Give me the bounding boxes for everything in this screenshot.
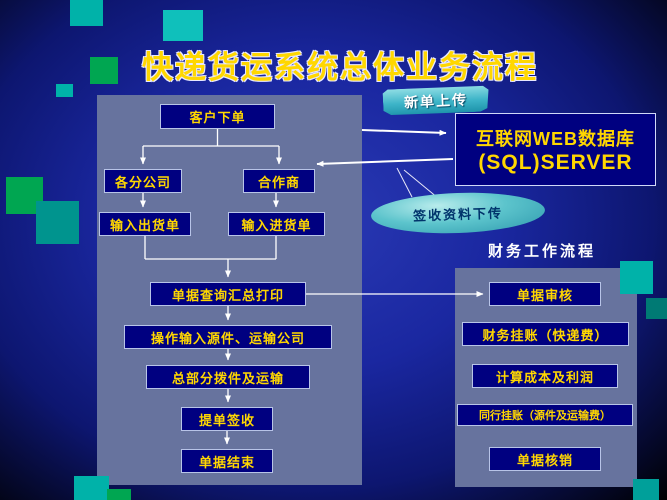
finance-section-title: 财务工作流程 [487, 243, 596, 260]
database-label-line1: 互联网WEB数据库 [476, 128, 635, 149]
flow-box-customer-order: 客户下单 [160, 104, 275, 129]
decorative-square [107, 489, 131, 500]
finance-box-document-review: 单据审核 [489, 282, 601, 306]
flow-box-partner: 合作商 [243, 169, 315, 193]
flow-box-enter-outbound: 输入出货单 [99, 212, 191, 236]
finance-box-peer-accounting: 同行挂账（源件及运输费） [457, 404, 633, 426]
flow-box-step-hq-dispatch: 总部分拨件及运输 [146, 365, 310, 389]
decorative-square [620, 261, 653, 294]
flow-box-step-operate-input: 操作输入源件、运输公司 [124, 325, 332, 349]
flow-box-enter-inbound: 输入进货单 [228, 212, 325, 236]
database-label-line2: (SQL)SERVER [478, 150, 633, 174]
flow-box-step-print: 单据查询汇总打印 [150, 282, 306, 306]
decorative-square [646, 298, 667, 319]
upload-banner: 新单上传 [382, 84, 489, 117]
decorative-square [56, 84, 73, 97]
finance-box-document-writeoff: 单据核销 [489, 447, 601, 471]
flow-box-branch-company: 各分公司 [104, 169, 182, 193]
finance-box-accounting-express-fee: 财务挂账（快递费） [462, 322, 629, 346]
flow-box-step-sign-off: 提单签收 [181, 407, 273, 431]
web-database-box: 互联网WEB数据库 (SQL)SERVER [455, 113, 656, 186]
upload-banner-label: 新单上传 [403, 90, 469, 111]
download-ellipse-label: 签收资料下传 [412, 204, 504, 224]
slide-title: 快递货运系统总体业务流程 [142, 50, 538, 85]
decorative-square [74, 476, 109, 500]
flow-box-step-document-end: 单据结束 [181, 449, 273, 473]
decorative-square [70, 0, 103, 26]
decorative-square [36, 201, 79, 244]
download-ellipse: 签收资料下传 [370, 189, 546, 237]
finance-box-cost-profit: 计算成本及利润 [472, 364, 618, 388]
decorative-square [90, 57, 118, 84]
decorative-square [633, 479, 659, 500]
decorative-square [163, 10, 203, 41]
